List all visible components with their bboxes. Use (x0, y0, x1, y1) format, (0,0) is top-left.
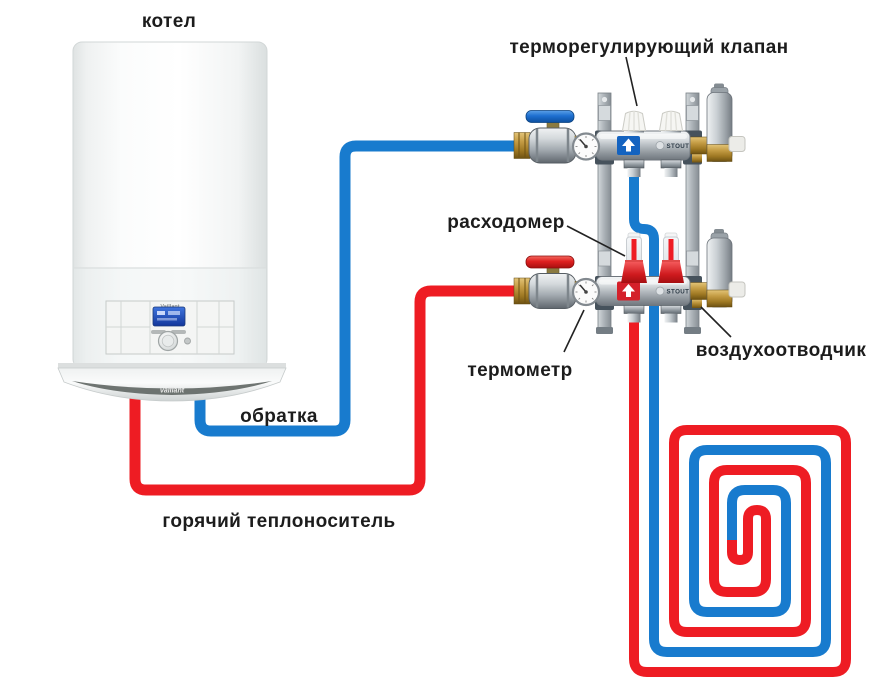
rail-clip (686, 250, 699, 267)
brand-logo (655, 141, 665, 150)
flow-meter-base[interactable] (621, 262, 647, 283)
labels-layer: котел терморегулирующий клапан расходоме… (142, 11, 867, 532)
flow-meter-ring (625, 260, 643, 264)
valve-nut-ridges (518, 132, 526, 159)
skirt-shell (57, 367, 287, 402)
thermometer-tick (591, 297, 594, 300)
flow-meter-pointer (566, 225, 626, 257)
thermometer-tick (591, 138, 594, 141)
cap-ribs (664, 111, 678, 131)
return-pipe (194, 140, 524, 437)
rail-hole (689, 96, 696, 103)
boiler-skirt: vaillant (57, 363, 287, 402)
flow-meter-base[interactable] (658, 262, 684, 283)
label-boiler: котел (142, 11, 196, 32)
label-thermometer: термометр (467, 360, 572, 381)
brand-text: STOUT (667, 288, 690, 295)
boiler-control-panel: Vaillant (105, 300, 235, 355)
outlet-nut (623, 159, 645, 169)
label-flow-meter: расходомер (447, 212, 565, 233)
floor-loop-supply (629, 314, 851, 677)
outlet-nut (660, 159, 682, 169)
lower-manifold: STOUT (513, 229, 746, 323)
thermometer-hub (584, 290, 588, 294)
pointer-lines (563, 56, 732, 353)
boiler-skirt-brand: vaillant (160, 388, 185, 395)
cap-ribs (627, 111, 641, 131)
air-vent-knob (728, 136, 746, 152)
label-air-vent: воздухоотводчик (696, 340, 867, 361)
brand-logo (655, 286, 665, 296)
valve-nut-ridges (518, 278, 526, 304)
rail-clip (598, 105, 611, 121)
air-vent-brass (706, 289, 733, 308)
rail-foot (684, 327, 701, 334)
air-vent-brass (706, 144, 733, 162)
flow-arrow-stem (626, 291, 631, 297)
rail-foot (596, 327, 613, 334)
valve-nut (513, 132, 531, 159)
flow-arrow (622, 138, 635, 146)
rail-clip (686, 105, 699, 121)
skirt-groove (72, 381, 272, 395)
thermometer-tick (578, 152, 581, 155)
rail-clip (598, 250, 611, 267)
flow-arrow-stem (626, 146, 631, 152)
drain-valve (692, 299, 702, 308)
outlet-nipple (664, 168, 678, 177)
outlet-nipple (664, 313, 678, 323)
air-vent-knob (728, 281, 746, 298)
boiler-knob-inner (161, 334, 175, 348)
outlet-nut (660, 305, 682, 314)
outlet-nut (623, 305, 645, 314)
thermometer-hub (584, 144, 588, 149)
valve-handle[interactable] (525, 110, 575, 123)
boiler-display (152, 306, 186, 327)
panel-grid (106, 301, 234, 354)
brand-text: STOUT (667, 143, 690, 150)
boiler-button[interactable] (171, 330, 186, 334)
flow-arrow (622, 284, 635, 292)
air-vent-pointer (700, 306, 732, 338)
rail-hole (601, 96, 608, 103)
thermometer-tick (591, 284, 594, 287)
display-segment (157, 311, 165, 315)
boiler: Vaillant vaillant (57, 41, 287, 402)
flow-meter-ring (662, 260, 680, 264)
thermo-valve-pointer (625, 56, 638, 107)
thermometer-pointer (563, 309, 585, 353)
valve-nut (513, 277, 531, 305)
floor-loop-return (629, 166, 831, 657)
manifolds-layer: STOUT STOUT (513, 83, 746, 323)
outlet-nipple (627, 313, 641, 323)
display-segment (168, 311, 180, 315)
skirt-top-band (58, 363, 286, 369)
label-thermo-valve: терморегулирующий клапан (509, 37, 788, 58)
manifold-highlight (599, 134, 687, 139)
label-return: обратка (240, 406, 318, 427)
label-supply: горячий теплоноситель (162, 511, 395, 532)
pipes-layer (129, 140, 851, 677)
boiler-round-button[interactable] (184, 337, 191, 345)
flow-meter-column (631, 239, 637, 261)
upper-manifold: STOUT (513, 83, 746, 177)
thermometer-tick (591, 152, 594, 155)
supply-pipe (129, 285, 524, 496)
drain-valve (692, 153, 702, 163)
display-segment (157, 318, 177, 321)
valve-handle[interactable] (525, 255, 575, 269)
thermometer-tick (578, 297, 581, 300)
flow-meter-column (668, 239, 674, 261)
outlet-nipple (627, 168, 641, 177)
